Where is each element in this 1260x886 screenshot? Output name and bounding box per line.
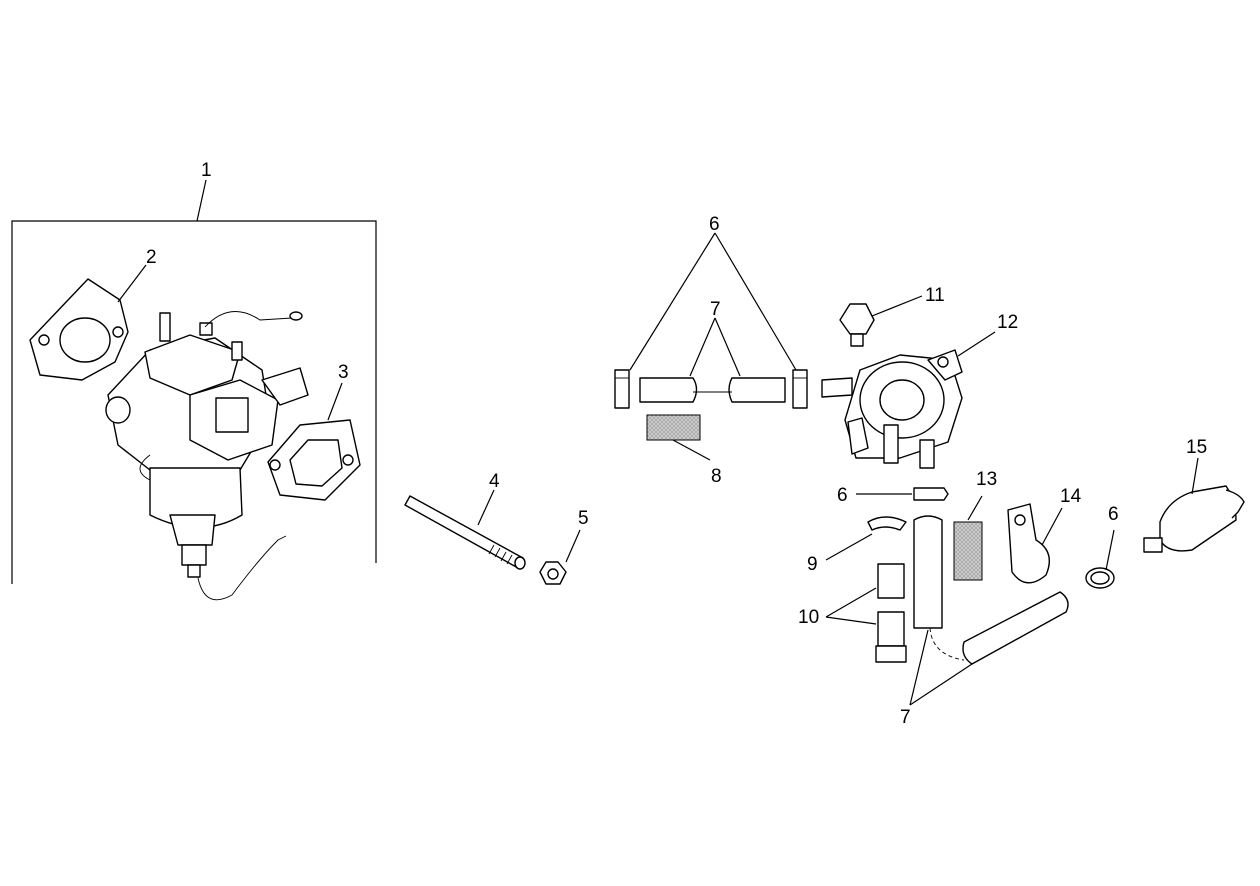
- callout-9: 9: [807, 554, 818, 575]
- upper-hose-group: [614, 232, 808, 461]
- fuel-hose-vertical: [913, 515, 965, 661]
- fuel-filter: [1143, 457, 1245, 553]
- fuel-pump: [821, 331, 996, 469]
- callout-labels: 1 2 3 4 5 6 7 8 11 12 6 13 14 6 15 9 10 …: [146, 160, 1207, 728]
- carburetor-body: [105, 311, 309, 601]
- carburetor-gasket: [29, 264, 147, 381]
- callout-6-clamp: 6: [1108, 504, 1119, 525]
- callout-12: 12: [997, 312, 1018, 333]
- callout-11: 11: [925, 285, 945, 306]
- hose-clamp-small: [856, 487, 949, 501]
- spring-clamp: [825, 516, 907, 561]
- callout-8: 8: [711, 466, 722, 487]
- stud-bolt: [404, 489, 526, 570]
- callout-7-upper: 7: [710, 299, 721, 320]
- callout-13: 13: [976, 469, 997, 490]
- callout-7-lower: 7: [900, 707, 911, 728]
- callout-15: 15: [1186, 437, 1207, 458]
- intake-gasket: [267, 382, 361, 501]
- lower-hose-callout-lines: [909, 629, 973, 706]
- fuel-hose-angled: [962, 591, 1069, 665]
- callout-6-upper: 6: [709, 214, 720, 235]
- flange-nut: [539, 529, 581, 585]
- hose-clip-bracket: [1007, 503, 1063, 584]
- hose-fittings: [825, 563, 907, 663]
- callout-3: 3: [338, 362, 349, 383]
- callout-4: 4: [489, 471, 500, 492]
- callout-5: 5: [578, 508, 589, 529]
- fuel-hose-label: [953, 495, 983, 581]
- callout-14: 14: [1060, 486, 1082, 507]
- fuel-pump-fitting: [839, 295, 923, 347]
- callout-1: 1: [201, 160, 212, 181]
- callout-6-pump: 6: [837, 485, 848, 506]
- carburetor-assembly-bracket: [11, 179, 377, 584]
- callout-10: 10: [798, 607, 819, 628]
- hose-clamp-band: [1085, 529, 1115, 589]
- callout-2: 2: [146, 247, 157, 268]
